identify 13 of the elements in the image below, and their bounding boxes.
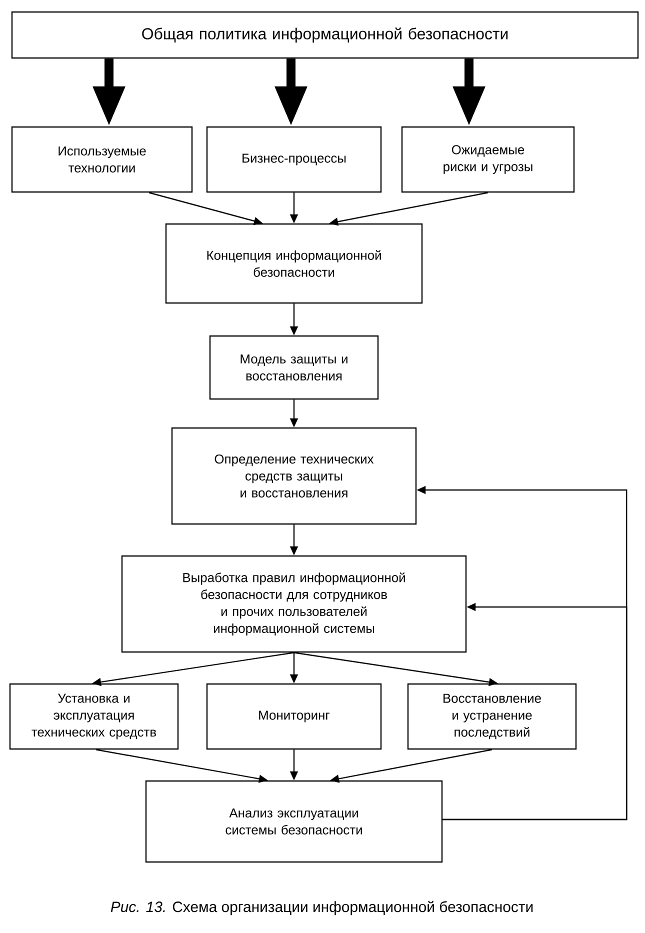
process-box: Анализ эксплуатации системы безопасности	[145, 780, 443, 863]
process-box: Концепция информационной безопасности	[165, 223, 423, 304]
process-box: Определение технических средств защиты и восстановления	[171, 427, 417, 525]
process-box: Бизнес-процессы	[206, 126, 382, 193]
caption: Рис. 13. Схема организации информационной безопасности	[110, 900, 533, 916]
process-box: Модель защиты и восстановления	[209, 335, 379, 400]
process-box: Ожидаемые риски и угрозы	[401, 126, 575, 193]
process-box: Восстановление и устранение последствий	[407, 683, 577, 750]
process-box: Выработка правил информационной безопасности для сотрудников и прочих пользователей информационной системы	[121, 555, 467, 653]
process-box: Используемые технологии	[11, 126, 193, 193]
title-box: Общая политика информационной безопасности	[11, 11, 639, 59]
process-box: Установка и эксплуатация технических средств	[9, 683, 179, 750]
process-box: Мониторинг	[206, 683, 382, 750]
